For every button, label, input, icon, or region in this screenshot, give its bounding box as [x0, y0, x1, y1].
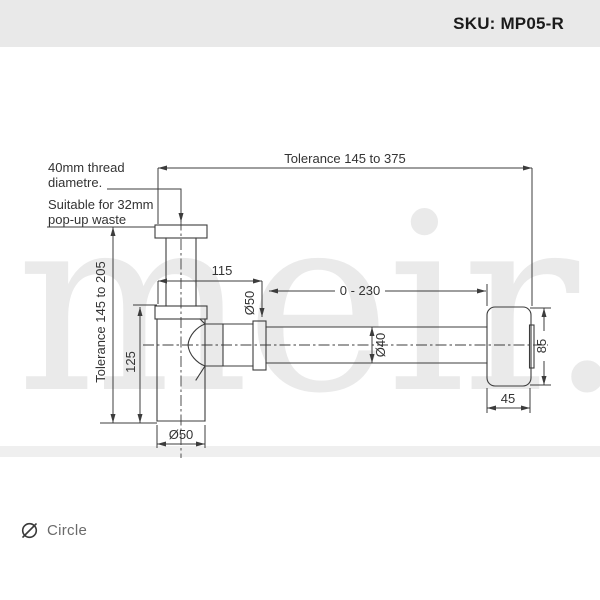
note-thread-line1: 40mm thread [48, 160, 125, 175]
shape-legend: Circle [20, 521, 87, 540]
dim-nut-diameter: Ø50 [242, 291, 257, 316]
note-thread-line2: diametre. [48, 175, 102, 190]
note-thread: 40mm thread diametre. [48, 160, 184, 222]
body-cap-flange [154, 305, 208, 320]
dim-outlet-travel-label: 0 - 230 [340, 283, 380, 298]
dim-overall-width: Tolerance 145 to 375 [157, 151, 533, 306]
shape-label: Circle [47, 522, 88, 539]
diameter-circle-icon [21, 522, 38, 539]
dim-pipe-diameter-label: Ø40 [373, 333, 388, 358]
note-popup-waste: Suitable for 32mm pop-up waste [47, 197, 155, 228]
dim-body-height-label: 125 [123, 351, 138, 373]
dim-wall-flange-depth-label: 45 [501, 391, 515, 406]
sku-label: SKU: MP05-R [453, 13, 564, 33]
dim-body-height: 125 [123, 304, 157, 423]
dim-overall-height: Tolerance 145 to 205 [93, 227, 157, 424]
dim-wall-flange-depth: 45 [486, 388, 531, 413]
note-popup-line1: Suitable for 32mm [48, 197, 154, 212]
dim-inlet-offset-label: 115 [212, 263, 233, 278]
wall-flange [486, 306, 532, 387]
dim-body-diameter: Ø50 [156, 425, 206, 448]
dim-wall-flange-height: 85 [530, 307, 551, 386]
watermark-underline [0, 446, 600, 457]
elbow-bullet [187, 323, 206, 367]
dim-outlet-travel: 0 - 230 [269, 283, 488, 306]
dim-overall-height-label: Tolerance 145 to 205 [93, 261, 108, 382]
dim-nut-diameter-label: Ø50 [242, 291, 257, 316]
wall-plate [528, 324, 535, 369]
dim-pipe-diameter: Ø40 [369, 327, 388, 363]
dim-wall-flange-height-label: 85 [534, 339, 549, 353]
header-bar: SKU: MP05-R [0, 0, 600, 47]
centerlines [143, 200, 548, 458]
dim-overall-width-label: Tolerance 145 to 375 [284, 151, 405, 166]
fixture-outline [154, 224, 535, 422]
dim-inlet-offset: 115 [157, 263, 265, 317]
compression-nut [252, 320, 267, 371]
thread-leader [107, 188, 184, 222]
dim-body-diameter-label: Ø50 [169, 427, 194, 442]
top-flange [154, 224, 208, 239]
note-popup-line2: pop-up waste [48, 212, 126, 227]
